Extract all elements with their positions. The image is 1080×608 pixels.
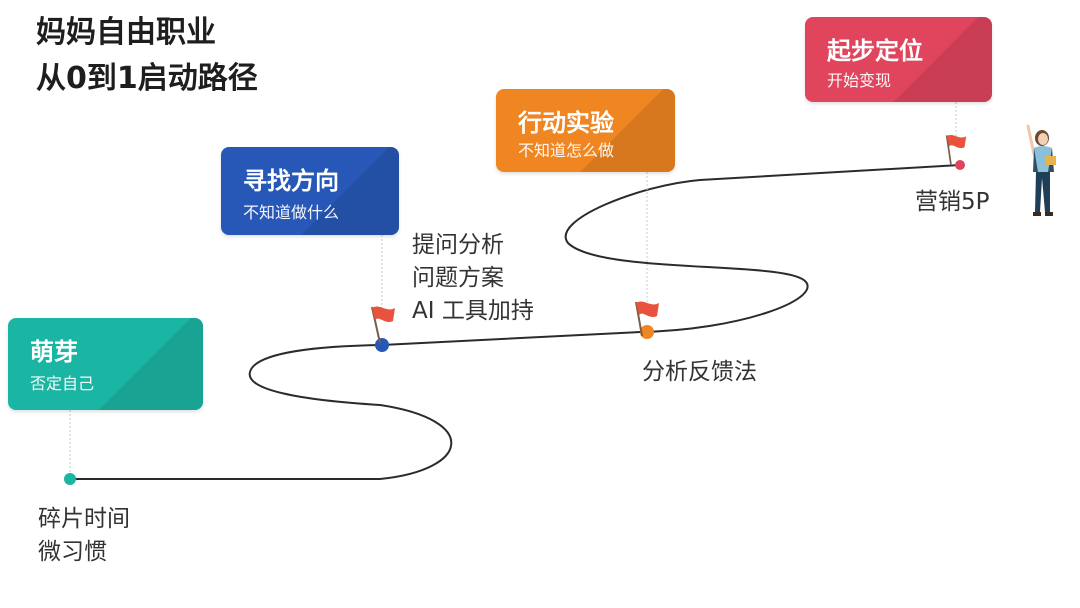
card-shade <box>292 147 399 235</box>
stage-subtitle: 不知道怎么做 <box>518 141 615 160</box>
note-item: 分析反馈法 <box>642 359 757 385</box>
note-item: 营销5P <box>915 189 990 215</box>
title-line-2: 从0到1启动路径 <box>36 61 258 96</box>
stage-title: 萌芽 <box>30 338 78 366</box>
stage-card-action: 行动实验 不知道怎么做 <box>496 89 675 172</box>
card-shade <box>567 89 675 172</box>
milestone-dot-3 <box>640 325 654 339</box>
stage-subtitle: 不知道做什么 <box>243 203 340 222</box>
stage-notes-launch: 营销5P <box>915 186 990 219</box>
stage-notes-action: 分析反馈法 <box>642 356 757 389</box>
note-item: 提问分析 <box>412 232 504 258</box>
stage-title: 行动实验 <box>518 109 614 137</box>
note-item: 碎片时间 <box>38 506 130 532</box>
milestone-dot-1 <box>64 473 76 485</box>
note-item: 微习惯 <box>38 539 107 565</box>
title-line-1: 妈妈自由职业 <box>36 15 216 50</box>
stage-card-direction: 寻找方向 不知道做什么 <box>221 147 399 235</box>
stage-card-sprout: 萌芽 否定自己 <box>8 318 203 410</box>
card-shade <box>879 17 992 102</box>
note-item: 问题方案 <box>412 265 504 291</box>
card-shade <box>86 318 203 410</box>
page-title: 妈妈自由职业 从0到1启动路径 <box>36 10 258 102</box>
stage-card-launch: 起步定位 开始变现 <box>805 17 992 102</box>
flag-icon <box>635 301 659 337</box>
person-icon <box>1026 124 1056 216</box>
flag-icon <box>945 135 967 165</box>
stage-title: 起步定位 <box>827 37 923 65</box>
milestone-dot-2 <box>375 338 389 352</box>
stage-subtitle: 否定自己 <box>30 374 95 393</box>
note-item: AI 工具加持 <box>412 298 534 324</box>
milestone-dot-4 <box>955 160 965 170</box>
flag-icon <box>371 306 395 344</box>
stage-title: 寻找方向 <box>243 167 339 195</box>
stage-notes-sprout: 碎片时间 微习惯 <box>38 503 130 569</box>
stage-notes-direction: 提问分析 问题方案 AI 工具加持 <box>412 229 534 328</box>
stage-subtitle: 开始变现 <box>827 71 892 90</box>
